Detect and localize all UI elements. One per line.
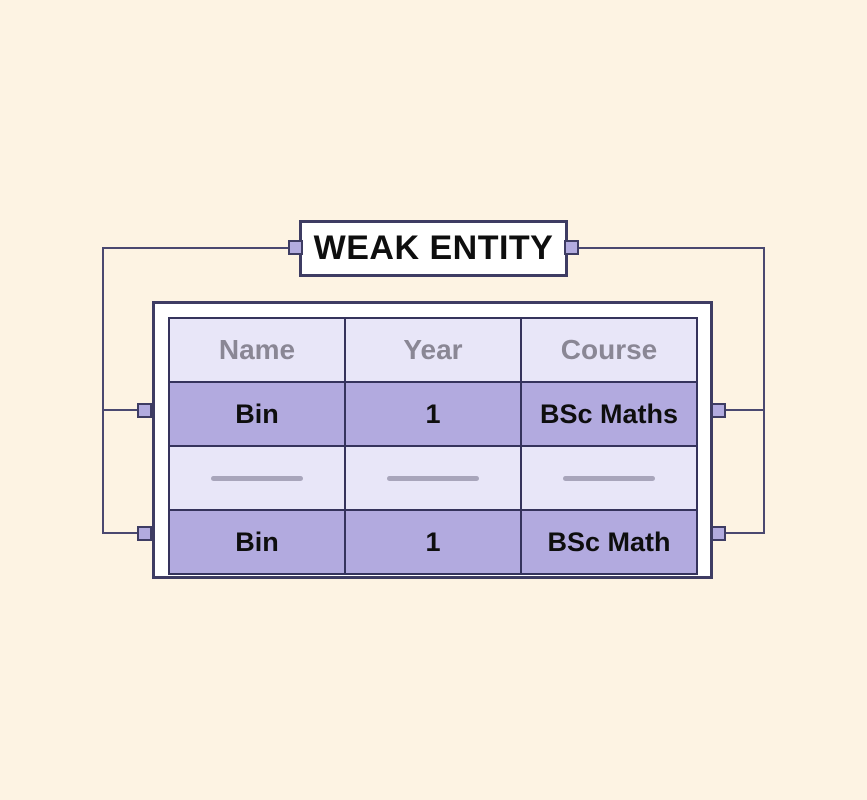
column-header-name: Name	[168, 317, 346, 383]
cell-year: 1	[344, 381, 522, 447]
table-right-port-top	[711, 403, 726, 418]
cell-name: Bin	[168, 509, 346, 575]
empty-row-dash	[563, 475, 655, 481]
column-header-year: Year	[344, 317, 522, 383]
weak-entity-title: WEAK ENTITY	[313, 229, 554, 267]
column-header-course: Course	[520, 317, 698, 383]
table-row: Bin 1 BSc Math	[168, 509, 698, 575]
table-header-row: Name Year Course	[168, 317, 698, 383]
table-row: Bin 1 BSc Maths	[168, 381, 698, 447]
entity-right-port	[564, 240, 579, 255]
placeholder-cell	[168, 445, 346, 511]
cell-course: BSc Maths	[520, 381, 698, 447]
entity-left-port	[288, 240, 303, 255]
empty-row-dash	[387, 475, 479, 481]
table-placeholder-row	[168, 445, 698, 511]
table-left-port-top	[137, 403, 152, 418]
placeholder-cell	[520, 445, 698, 511]
table-right-port-bottom	[711, 526, 726, 541]
cell-year: 1	[344, 509, 522, 575]
entity-table: Name Year Course Bin 1 BSc Maths Bin 1 B…	[168, 317, 698, 575]
empty-row-dash	[211, 475, 303, 481]
placeholder-cell	[344, 445, 522, 511]
weak-entity-box: WEAK ENTITY	[299, 220, 568, 277]
cell-course: BSc Math	[520, 509, 698, 575]
cell-name: Bin	[168, 381, 346, 447]
table-left-port-bottom	[137, 526, 152, 541]
